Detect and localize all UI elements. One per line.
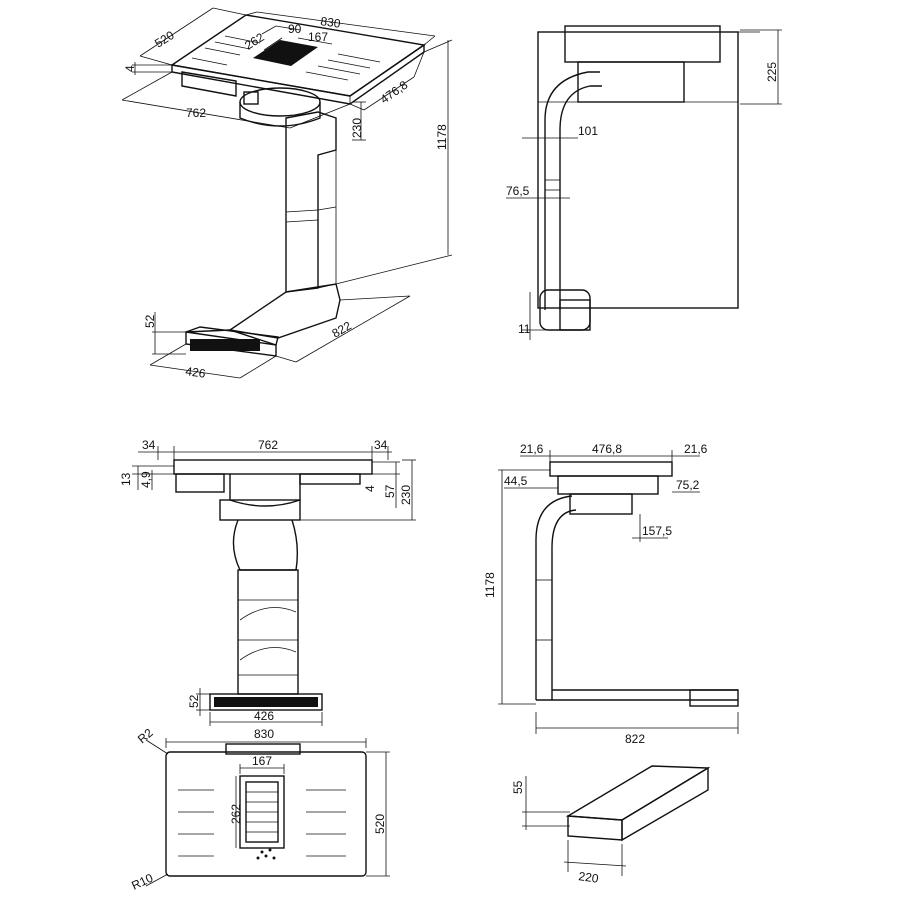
dim-476-8-side: 476,8 — [592, 442, 622, 456]
dim-426-front: 426 — [254, 709, 274, 723]
plan-view: R2 830 167 262 520 R10 — [129, 726, 390, 893]
dim-830: 830 — [320, 14, 342, 31]
dim-57: 57 — [383, 484, 397, 498]
dim-230-front: 230 — [399, 485, 413, 505]
radius-r10: R10 — [129, 871, 155, 893]
isometric-view: 830 520 4 90 262 167 762 476,8 230 1178 … — [121, 7, 453, 381]
dim-1178: 1178 — [435, 124, 449, 150]
dim-13: 13 — [119, 472, 133, 486]
dim-262-plan: 262 — [229, 804, 243, 824]
front-view: 34 762 34 13 4,9 4 57 230 52 426 — [119, 438, 416, 726]
dim-225: 225 — [765, 62, 779, 82]
dim-822: 822 — [330, 318, 355, 340]
dim-762-front: 762 — [258, 438, 278, 452]
dim-762: 762 — [186, 106, 206, 120]
dim-52-front: 52 — [187, 694, 201, 708]
dim-426: 426 — [185, 364, 207, 381]
dim-52: 52 — [143, 314, 157, 328]
dim-167-plan: 167 — [252, 754, 272, 768]
side-view-bottom: 21,6 476,8 21,6 44,5 75,2 157,5 1178 822 — [483, 442, 739, 746]
dim-520-plan: 520 — [373, 814, 387, 834]
dim-230: 230 — [350, 118, 364, 138]
dim-4-front: 4 — [363, 485, 377, 492]
dim-220: 220 — [578, 869, 600, 886]
radius-r2: R2 — [135, 726, 156, 747]
dim-157-5: 157,5 — [642, 524, 672, 538]
dim-822-side: 822 — [625, 732, 645, 746]
dim-55: 55 — [511, 780, 525, 794]
side-view-top: 225 101 76,5 11 — [506, 25, 782, 340]
dim-4-9: 4,9 — [139, 471, 153, 488]
dim-34-right: 34 — [374, 438, 388, 452]
dim-34-left: 34 — [142, 438, 156, 452]
dim-21-6-right: 21,6 — [684, 442, 708, 456]
dim-21-6-left: 21,6 — [520, 442, 544, 456]
dim-101: 101 — [578, 124, 598, 138]
dim-830-plan: 830 — [254, 727, 274, 741]
dim-520: 520 — [152, 28, 177, 51]
dim-167: 167 — [308, 30, 328, 44]
dim-75-2: 75,2 — [676, 478, 700, 492]
duct-view: 55 220 — [511, 765, 711, 886]
dim-11: 11 — [518, 322, 531, 336]
dim-90: 90 — [288, 22, 302, 36]
dim-44-5: 44,5 — [504, 474, 528, 488]
dim-4: 4 — [123, 65, 137, 72]
dim-76-5: 76,5 — [506, 184, 530, 198]
dim-1178-side: 1178 — [483, 572, 497, 598]
